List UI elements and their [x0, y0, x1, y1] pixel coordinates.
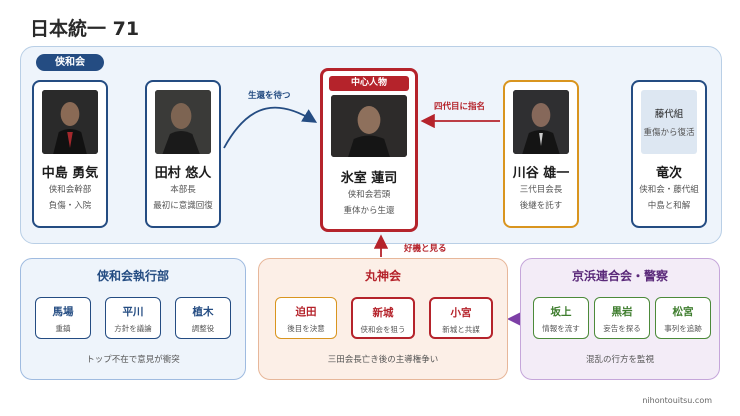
panel-executive: 侠和会執行部 馬場 重鎮 平川 方針を議論 植木 調整役 トップ不在で意見が衝突 — [20, 258, 246, 380]
member-name: 松宮 — [672, 306, 694, 318]
ryuji-placeholder-photo: 藤代組 重傷から復活 — [641, 90, 697, 154]
ryuji-placeholder-org: 藤代組 — [654, 109, 684, 120]
panel-marujin-footer: 三田会長亡き後の主導権争い — [327, 355, 439, 365]
ryuji-placeholder-note: 重傷から復活 — [643, 128, 695, 138]
panel-keihin-footer: 混乱の行方を監視 — [585, 355, 654, 365]
member-kuroiwa[interactable]: 黒岩 妄告を探る — [594, 297, 650, 339]
member-name: 植木 — [192, 306, 214, 318]
photo-nakajima — [42, 90, 98, 154]
page-title: 日本統一 71 — [30, 18, 140, 40]
member-komiya[interactable]: 小宮 新城と共謀 — [429, 297, 493, 339]
note-kawatani: 後継を託す — [519, 201, 563, 211]
note-nakajima: 負傷・入院 — [48, 201, 92, 211]
note-tamura: 最初に意識回復 — [153, 201, 213, 211]
member-name: 小宮 — [450, 307, 472, 319]
role-ryuji: 侠和会・藤代組 — [639, 185, 699, 195]
card-nakajima[interactable]: 中島 勇気 侠和会幹部 負傷・入院 — [32, 80, 108, 228]
member-sakagami[interactable]: 坂上 情報を流す — [533, 297, 589, 339]
central-figure-badge: 中心人物 — [329, 76, 409, 91]
photo-tamura — [155, 90, 211, 154]
name-nakajima: 中島 勇気 — [41, 166, 99, 181]
card-ryuji[interactable]: 藤代組 重傷から復活 竜次 侠和会・藤代組 中島と和解 — [631, 80, 707, 228]
panel-executive-footer: トップ不在で意見が衝突 — [86, 355, 180, 365]
label-tamura-to-himuro: 生還を待つ — [248, 91, 291, 101]
member-name: 新城 — [372, 307, 394, 319]
member-role: 重鎮 — [55, 324, 71, 333]
member-role: 後目を決意 — [287, 324, 325, 333]
role-himuro: 侠和会若頭 — [347, 190, 391, 200]
note-ryuji: 中島と和解 — [647, 201, 691, 211]
panel-keihin-title: 京浜連合会・警察 — [571, 269, 668, 283]
panel-marujin-title: 丸神会 — [364, 269, 401, 283]
card-tamura[interactable]: 田村 悠人 本部長 最初に意識回復 — [145, 80, 221, 228]
card-kawatani[interactable]: 川谷 雄一 三代目会長 後継を託す — [503, 80, 579, 228]
photo-kawatani — [513, 90, 569, 154]
member-sakoda[interactable]: 迫田 後目を決意 — [275, 297, 337, 339]
member-matsumiya[interactable]: 松宮 事列を追跡 — [655, 297, 711, 339]
name-kawatani: 川谷 雄一 — [512, 166, 570, 181]
member-name: 平川 — [122, 306, 144, 318]
member-shinjo[interactable]: 新城 侠和会を狙う — [351, 297, 415, 339]
member-role: 調整役 — [191, 324, 215, 333]
member-role: 妄告を探る — [603, 324, 641, 333]
panel-marujin: 丸神会 迫田 後目を決意 新城 侠和会を狙う 小宮 新城と共謀 三田会長亡き後の… — [258, 258, 508, 380]
label-marujin-to-himuro: 好機と見る — [404, 244, 447, 254]
member-ueki[interactable]: 植木 調整役 — [175, 297, 231, 339]
name-ryuji: 竜次 — [655, 166, 682, 181]
member-role: 方針を議論 — [114, 324, 152, 333]
role-kawatani: 三代目会長 — [519, 185, 563, 195]
member-role: 情報を流す — [542, 324, 580, 333]
kyowakai-group-tag: 侠和会 — [36, 54, 104, 71]
site-footer: nihontouitsu.com — [642, 396, 712, 405]
member-baba[interactable]: 馬場 重鎮 — [35, 297, 91, 339]
panel-keihin: 京浜連合会・警察 坂上 情報を流す 黒岩 妄告を探る 松宮 事列を追跡 混乱の行… — [520, 258, 720, 380]
member-role: 事列を追跡 — [664, 324, 702, 333]
label-kawatani-to-himuro: 四代目に指名 — [434, 102, 486, 112]
member-role: 新城と共謀 — [442, 325, 480, 334]
member-name: 迫田 — [295, 306, 317, 318]
name-himuro: 氷室 蓮司 — [340, 171, 398, 186]
photo-himuro — [331, 95, 407, 157]
name-tamura: 田村 悠人 — [154, 166, 212, 181]
note-himuro: 重体から生還 — [343, 206, 395, 216]
panel-executive-title: 侠和会執行部 — [96, 269, 169, 283]
member-role: 侠和会を狙う — [360, 325, 406, 334]
card-himuro[interactable]: 中心人物 氷室 蓮司 侠和会若頭 重体から生還 — [320, 68, 418, 232]
member-name: 坂上 — [550, 306, 572, 318]
member-hirakawa[interactable]: 平川 方針を議論 — [105, 297, 161, 339]
member-name: 黒岩 — [611, 306, 633, 318]
role-nakajima: 侠和会幹部 — [48, 185, 92, 195]
member-name: 馬場 — [52, 306, 74, 318]
role-tamura: 本部長 — [170, 185, 196, 195]
